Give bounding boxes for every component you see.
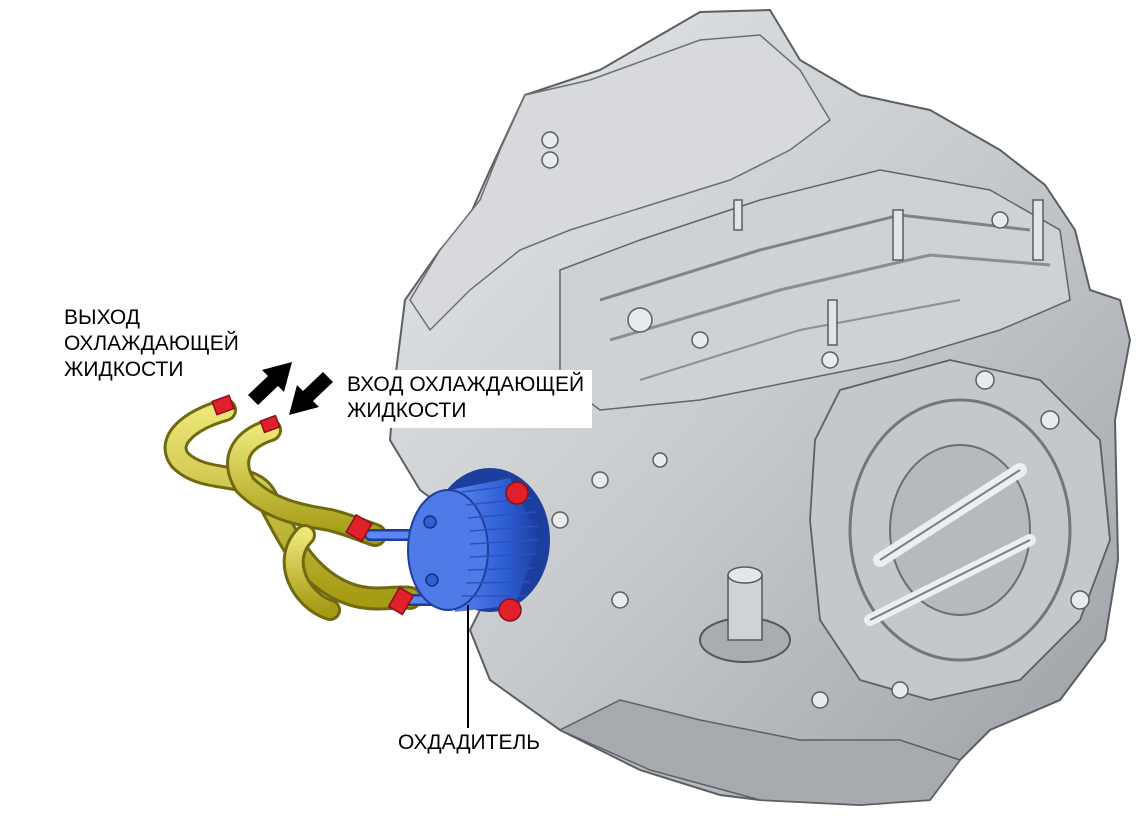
outlet-arrow [248,362,292,405]
outlet-label-line-3: ЖИДКОСТИ [64,358,184,381]
coolant-flow-arrows [248,362,333,415]
inlet-label-line-2: ЖИДКОСТИ [347,399,467,422]
outlet-label-line-2: ОХЛАЖДАЮЩЕЙ [64,332,239,355]
inlet-arrow [289,372,333,415]
outlet-label-line-1: ВЫХОД [64,306,141,329]
transmission-housing [388,8,1132,807]
inlet-label-line-1: ВХОД ОХЛАЖДАЮЩЕЙ [347,373,585,396]
coolant-inlet-label: ВХОД ОХЛАЖДАЮЩЕЙ ЖИДКОСТИ [345,370,593,428]
cooler-hoses [163,398,422,621]
coolant-outlet-label: ВЫХОД ОХЛАЖДАЮЩЕЙ ЖИДКОСТИ [64,305,239,383]
cooler-label: ОХДАДИТЕЛЬ [398,731,541,754]
red-clamps [211,394,529,622]
